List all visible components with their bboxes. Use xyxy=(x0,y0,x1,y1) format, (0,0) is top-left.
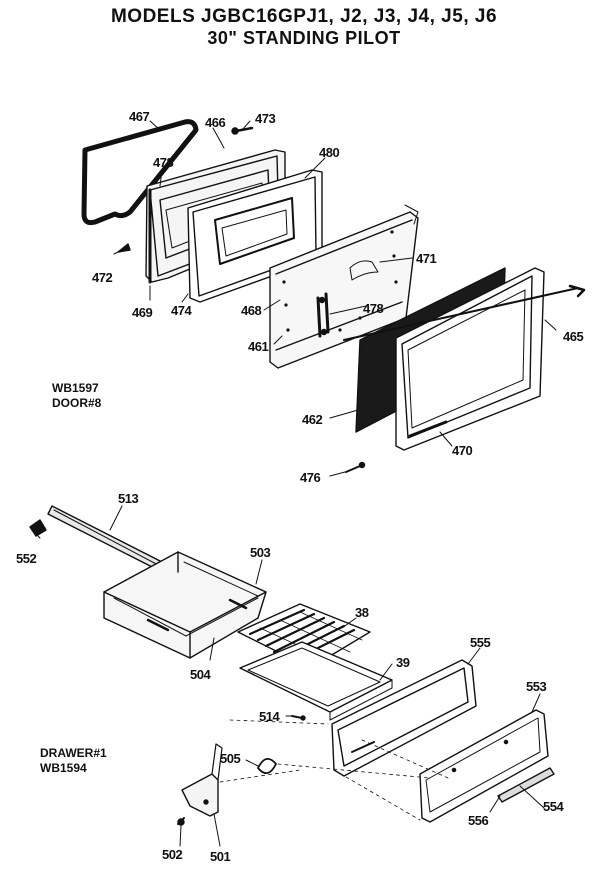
door-handle-bar xyxy=(410,422,446,436)
label-478-top: 478 xyxy=(153,155,174,170)
label-514: 514 xyxy=(259,709,280,724)
label-473: 473 xyxy=(255,111,276,126)
label-465: 465 xyxy=(563,329,584,344)
label-555: 555 xyxy=(470,635,491,650)
label-466: 466 xyxy=(205,115,226,130)
label-468: 468 xyxy=(241,303,262,318)
rod-465 xyxy=(344,288,578,340)
models-title: MODELS JGBC16GPJ1, J2, J3, J4, J5, J6 xyxy=(110,6,498,27)
screw-476 xyxy=(346,466,360,472)
label-474: 474 xyxy=(171,303,192,318)
label-470: 470 xyxy=(452,443,473,458)
bracket-501 xyxy=(182,774,218,816)
label-462: 462 xyxy=(302,412,323,427)
label-476: 476 xyxy=(300,470,321,485)
label-461: 461 xyxy=(248,339,269,354)
label-554: 554 xyxy=(543,799,564,814)
label-503: 503 xyxy=(250,545,271,560)
spring-505 xyxy=(258,759,276,773)
label-502: 502 xyxy=(162,847,183,862)
door-name: DOOR#8 xyxy=(52,396,102,410)
label-501: 501 xyxy=(210,849,231,864)
drawer-part-number: WB1594 xyxy=(40,761,87,775)
label-480: 480 xyxy=(319,145,340,160)
label-478-handle: 478 xyxy=(363,301,384,316)
label-467: 467 xyxy=(129,109,150,124)
label-471: 471 xyxy=(416,251,437,266)
label-504: 504 xyxy=(190,667,211,682)
bumper-552 xyxy=(30,520,46,536)
label-39: 39 xyxy=(396,655,410,670)
door-handle-478 xyxy=(318,294,328,336)
label-505: 505 xyxy=(220,751,241,766)
trim-bar-554 xyxy=(498,768,554,802)
label-472: 472 xyxy=(92,270,113,285)
label-469: 469 xyxy=(132,305,153,320)
door-gasket-467 xyxy=(84,122,196,223)
label-553: 553 xyxy=(526,679,547,694)
label-556: 556 xyxy=(468,813,489,828)
door-part-number: WB1597 xyxy=(52,381,99,395)
subtitle: 30" STANDING PILOT xyxy=(207,28,401,48)
label-552: 552 xyxy=(16,551,37,566)
label-38: 38 xyxy=(355,605,369,620)
door-group-caption: WB1597 DOOR#8 xyxy=(52,381,101,411)
label-513: 513 xyxy=(118,491,139,506)
drawer-group-caption: DRAWER#1 WB1594 xyxy=(40,746,107,776)
drawer-name: DRAWER#1 xyxy=(40,746,107,760)
outer-door-frame-470 xyxy=(396,268,544,450)
drawer-panel-553 xyxy=(420,710,548,822)
